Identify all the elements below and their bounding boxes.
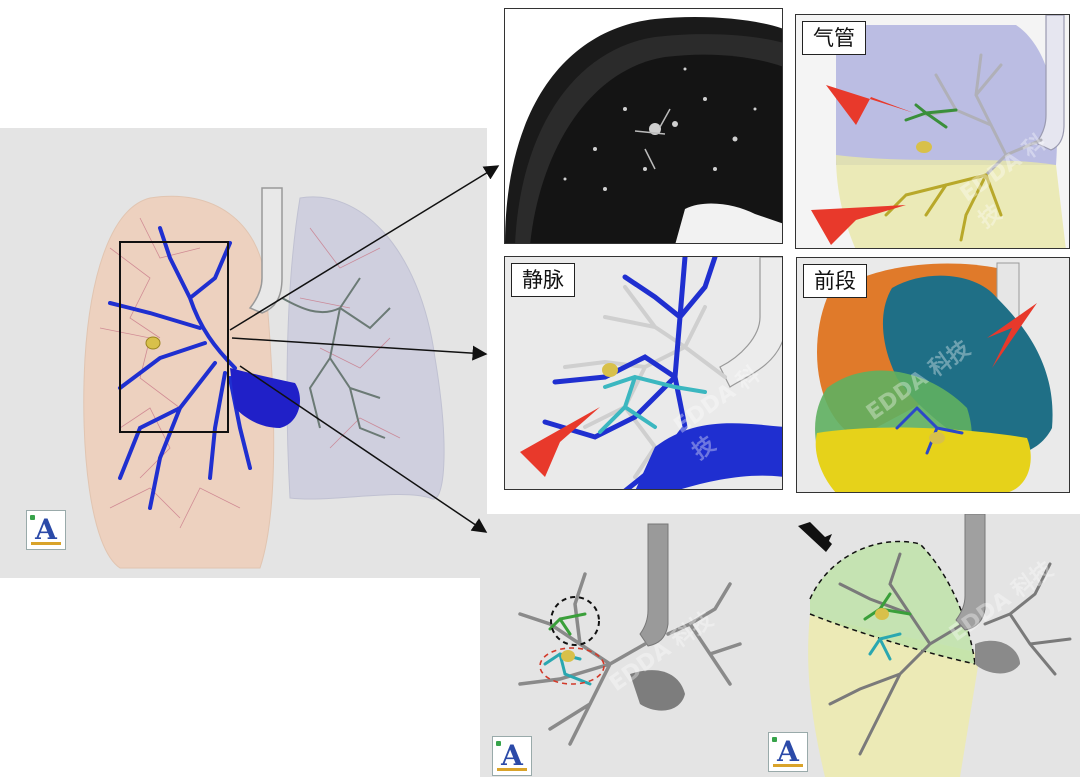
yellow-segment-bronchi bbox=[884, 173, 1003, 242]
red-arrowhead-icon bbox=[520, 407, 600, 477]
upper-lobe-overlay bbox=[810, 541, 975, 664]
trachea-render bbox=[811, 15, 1066, 248]
anterior-segment-label: 前段 bbox=[803, 264, 867, 298]
red-arrowhead-icon bbox=[811, 205, 906, 245]
red-arrowhead-icon bbox=[826, 85, 914, 125]
blue-artery-branches bbox=[542, 257, 718, 489]
segments-render bbox=[815, 262, 1053, 492]
artery-trunk bbox=[635, 423, 782, 489]
black-dashed-circle bbox=[550, 596, 600, 646]
trachea-tube bbox=[955, 514, 986, 631]
teal-anterior-segment bbox=[882, 275, 1053, 457]
zoom-selection-box bbox=[119, 241, 229, 433]
callout-arrow-icon bbox=[798, 522, 832, 552]
left-lung-shape bbox=[286, 196, 445, 500]
trachea-tube bbox=[1035, 15, 1065, 151]
red-arrowhead-icon bbox=[987, 303, 1037, 368]
grey-bronchi-left bbox=[518, 572, 742, 746]
software-logo-icon: A bbox=[768, 732, 808, 772]
lung-overview-render bbox=[83, 187, 445, 569]
bronchial-tree-render bbox=[518, 514, 1072, 777]
nodule bbox=[916, 141, 932, 153]
green-highlight-bronchi bbox=[548, 612, 587, 636]
artery-trunk-grey bbox=[630, 670, 685, 711]
artery-trunk-grey bbox=[975, 640, 1020, 674]
trachea-label: 气管 bbox=[802, 21, 866, 55]
lower-lobe-overlay bbox=[808, 614, 980, 777]
nodule bbox=[602, 363, 618, 377]
nodule bbox=[875, 608, 889, 620]
software-logo-icon: A bbox=[26, 510, 66, 550]
trachea-panel: 气管 EDDA 科技 bbox=[795, 14, 1070, 249]
inner-vessels bbox=[895, 406, 964, 455]
nodule bbox=[561, 650, 575, 662]
nodule bbox=[929, 432, 945, 444]
cyan-vein-segment bbox=[598, 374, 707, 434]
vein-render bbox=[520, 257, 782, 489]
trachea-tube bbox=[639, 523, 669, 647]
grey-bronchi-right bbox=[828, 552, 1072, 756]
lung-overview-panel: A bbox=[0, 128, 487, 578]
lower-lobe-shape bbox=[836, 155, 1066, 248]
red-dashed-ellipse bbox=[539, 647, 605, 685]
vein-label: 静脉 bbox=[511, 263, 575, 297]
software-logo-icon: A bbox=[492, 736, 532, 776]
anterior-segment-panel: 前段 EDDA 科技 bbox=[796, 257, 1070, 493]
yellow-segment bbox=[815, 427, 1031, 492]
bronchial-tree-panel: A A EDDA 科技 EDDA 科技 bbox=[480, 514, 1080, 777]
nodule bbox=[145, 336, 161, 350]
ct-slice-image bbox=[505, 9, 782, 243]
cyan-highlight-bronchi bbox=[868, 632, 902, 661]
green-segment-bronchi bbox=[904, 103, 958, 129]
trachea-tube bbox=[719, 257, 782, 388]
ct-slice-panel bbox=[504, 8, 783, 244]
vein-panel: 静脉 EDDA 科技 bbox=[504, 256, 783, 490]
